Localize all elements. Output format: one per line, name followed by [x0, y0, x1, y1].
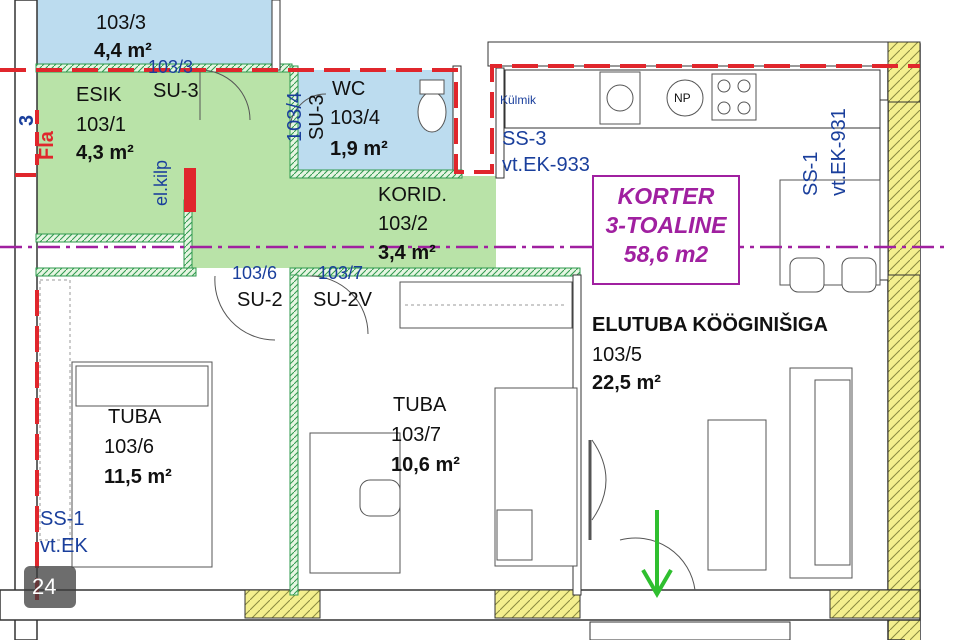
edge-mark-fla: Fla: [36, 131, 58, 160]
bed-103-7: [494, 387, 578, 567]
wc-name: WC: [332, 78, 366, 100]
room-103-3-area: 4,4 m²: [94, 40, 152, 62]
bedroom-103-7-name: TUBA: [393, 394, 447, 416]
room-103-3-fill: [32, 0, 272, 65]
fridge-label: Külmik: [500, 93, 537, 107]
door-103-7-code: SU-2V: [313, 289, 372, 311]
hall-number: 103/1: [76, 114, 127, 136]
coffee-table: [707, 419, 767, 571]
hall-name: ESIK: [76, 84, 122, 106]
ss3-label: SS-3: [502, 128, 547, 150]
bedroom-103-6-area: 11,5 m²: [104, 466, 172, 488]
bedroom-103-6-name: TUBA: [108, 406, 162, 428]
door-103-6-code: SU-2: [237, 289, 283, 311]
ss1-left-label: SS-1: [40, 508, 85, 530]
page-number-badge: 24: [24, 566, 76, 608]
electrical-panel: [184, 168, 196, 212]
hall-area: 4,3 m²: [76, 142, 134, 164]
dishwasher-label: NP: [674, 91, 691, 105]
door-103-7-number: 103/7: [318, 263, 364, 283]
bed-103-6: [71, 361, 213, 568]
fire-line: [0, 64, 920, 174]
corridor-number: 103/2: [378, 213, 429, 235]
ek933-label: vt.EK-933: [502, 154, 590, 176]
edge-mark-3: 3: [16, 114, 38, 126]
door-103-3-number: 103/3: [148, 57, 194, 77]
wc-number: 103/4: [330, 107, 381, 129]
hall-corridor-fill: [36, 70, 496, 268]
apartment-type: 3-TOALINE: [605, 211, 727, 238]
page-number: 24: [32, 574, 57, 599]
ss1-right-label: SS-1: [800, 151, 822, 196]
living-room-number: 103/5: [592, 344, 643, 366]
ek931-label: vt.EK-931: [828, 108, 850, 196]
room-103-3-number: 103/3: [96, 12, 147, 34]
door-103-3-code: SU-3: [153, 80, 199, 102]
apartment-summary: KORTER 3-TOALINE 58,6 m2: [592, 175, 740, 285]
bedroom-103-7-number: 103/7: [391, 424, 442, 446]
door-103-4-number: 103/4: [284, 91, 306, 142]
door-103-6-number: 103/6: [232, 263, 278, 283]
apartment-title: KORTER: [617, 183, 715, 209]
corridor-name: KORID.: [378, 184, 447, 206]
el-kilp-label: el.kilp: [151, 159, 171, 206]
wc-area: 1,9 m²: [330, 138, 388, 160]
bedroom-103-7-area: 10,6 m²: [391, 454, 460, 476]
door-103-4-code: SU-3: [306, 94, 328, 140]
corridor-area: 3,4 m²: [378, 242, 436, 264]
kitchen-counter: [504, 69, 881, 129]
living-room-area: 22,5 m²: [592, 372, 661, 394]
sofa: [789, 367, 853, 579]
apartment-area: 58,6 m2: [623, 240, 709, 267]
ek-left-label: vt.EK: [40, 535, 88, 557]
living-room-name: ELUTUBA KÖÖGINIŠIGA: [592, 314, 828, 336]
bedroom-103-6-number: 103/6: [104, 436, 155, 458]
